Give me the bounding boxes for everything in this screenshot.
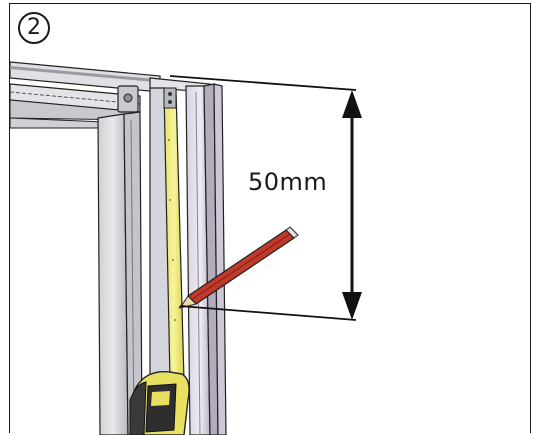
top-rail [9, 61, 161, 129]
dimension-label: 50mm [248, 168, 328, 196]
step-number: 2 [27, 15, 41, 40]
step-number-badge: 2 [18, 12, 50, 44]
window-post [149, 77, 227, 435]
pencil-icon [178, 226, 299, 309]
illustration-frame [9, 3, 531, 433]
dimension-arrow [342, 90, 362, 320]
dimension-lines [169, 75, 357, 321]
window-frame-left [97, 85, 143, 435]
